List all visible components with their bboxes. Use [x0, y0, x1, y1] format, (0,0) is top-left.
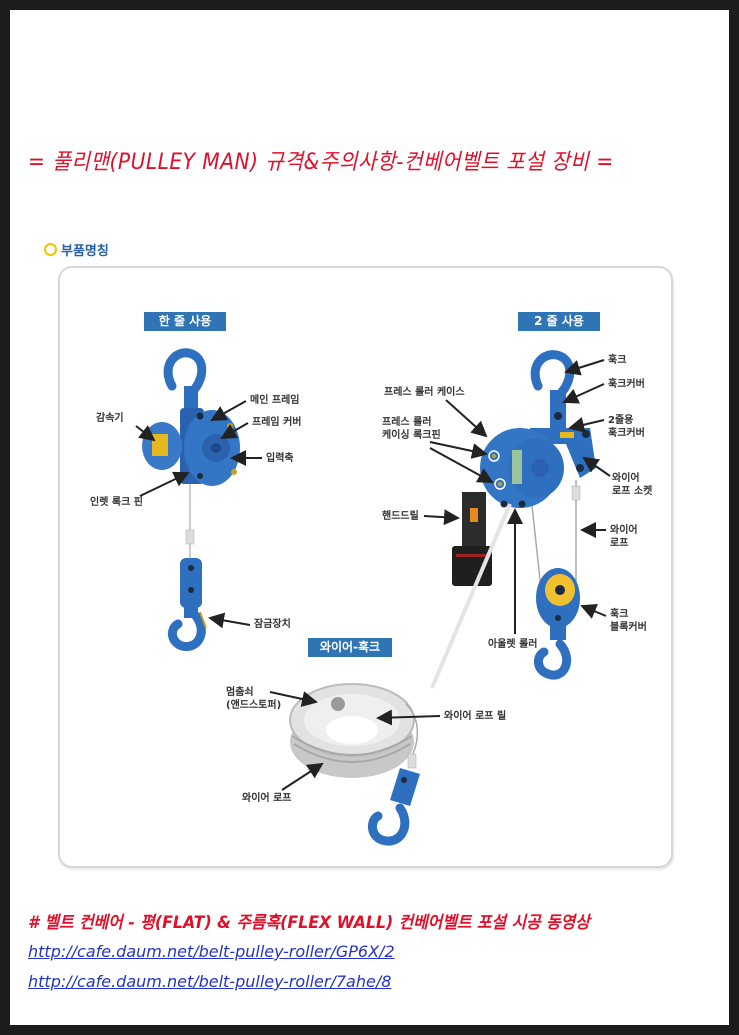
label-press-roller-lock-pin: 프레스 롤러 케이싱 록크핀 [382, 417, 441, 441]
label-hook: 훅크 [608, 355, 627, 366]
label-main-frame: 메인 프레임 [250, 395, 300, 406]
single-line-hoist-icon [142, 348, 240, 651]
label-hook-cover: 훅크커버 [608, 379, 645, 390]
video-link-1[interactable]: http://cafe.daum.net/belt-pulley-roller/… [28, 942, 395, 961]
page-title: = 풀리맨(PULLEY MAN) 규격&주의사항-컨베어벨트 포설 장비 = [28, 150, 614, 175]
circle-bullet-icon [44, 243, 57, 256]
section-label: 부품명칭 [61, 244, 109, 259]
wire-rope-reel-icon [289, 683, 420, 846]
tag-double-line: 2 줄 사용 [518, 312, 600, 331]
tag-single-line: 한 줄 사용 [144, 312, 226, 331]
parts-illustration [135, 348, 611, 846]
page: = 풀리맨(PULLEY MAN) 규격&주의사항-컨베어벨트 포설 장비 = … [10, 10, 729, 1025]
label-wire-rope-reel: 와이어 로프 릴 [444, 711, 507, 722]
label-hook-block-cover: 훅크 블록커버 [610, 609, 647, 633]
parts-diagram: 한 줄 사용 2 줄 사용 와이어-훅크 메인 프레임 프레임 커버 감속기 입… [58, 266, 673, 868]
label-hand-drill: 핸드드릴 [382, 511, 419, 522]
label-wire-rope: 와이어 로프 [610, 525, 638, 549]
label-inlet-lock-pin: 인렛 록크 핀 [90, 497, 143, 508]
tag-wire-hook: 와이어-훅크 [308, 638, 392, 657]
video-link-2[interactable]: http://cafe.daum.net/belt-pulley-roller/… [28, 972, 392, 991]
label-wire-rope-coil: 와이어 로프 [242, 793, 292, 804]
label-end-stopper: 멈춤쇠 (앤드스토퍼) [226, 687, 282, 711]
label-outlet-roller: 아울렛 롤러 [488, 639, 538, 650]
label-locking-device: 잠금장치 [254, 619, 291, 630]
video-heading: # 벨트 컨베어 - 평(FLAT) & 주름혹(FLEX WALL) 컨베어벨… [28, 913, 590, 933]
section-heading: 부품명칭 [44, 240, 109, 259]
label-reducer: 감속기 [96, 413, 124, 424]
label-input-shaft: 입력축 [266, 453, 294, 464]
label-double-hook-cover: 2줄용 훅크커버 [608, 415, 645, 439]
double-line-hoist-icon [430, 350, 596, 689]
label-wire-rope-socket: 와이어 로프 소켓 [612, 473, 653, 497]
label-press-roller-case: 프레스 롤러 케이스 [384, 387, 465, 398]
label-frame-cover: 프레임 커버 [252, 417, 302, 428]
